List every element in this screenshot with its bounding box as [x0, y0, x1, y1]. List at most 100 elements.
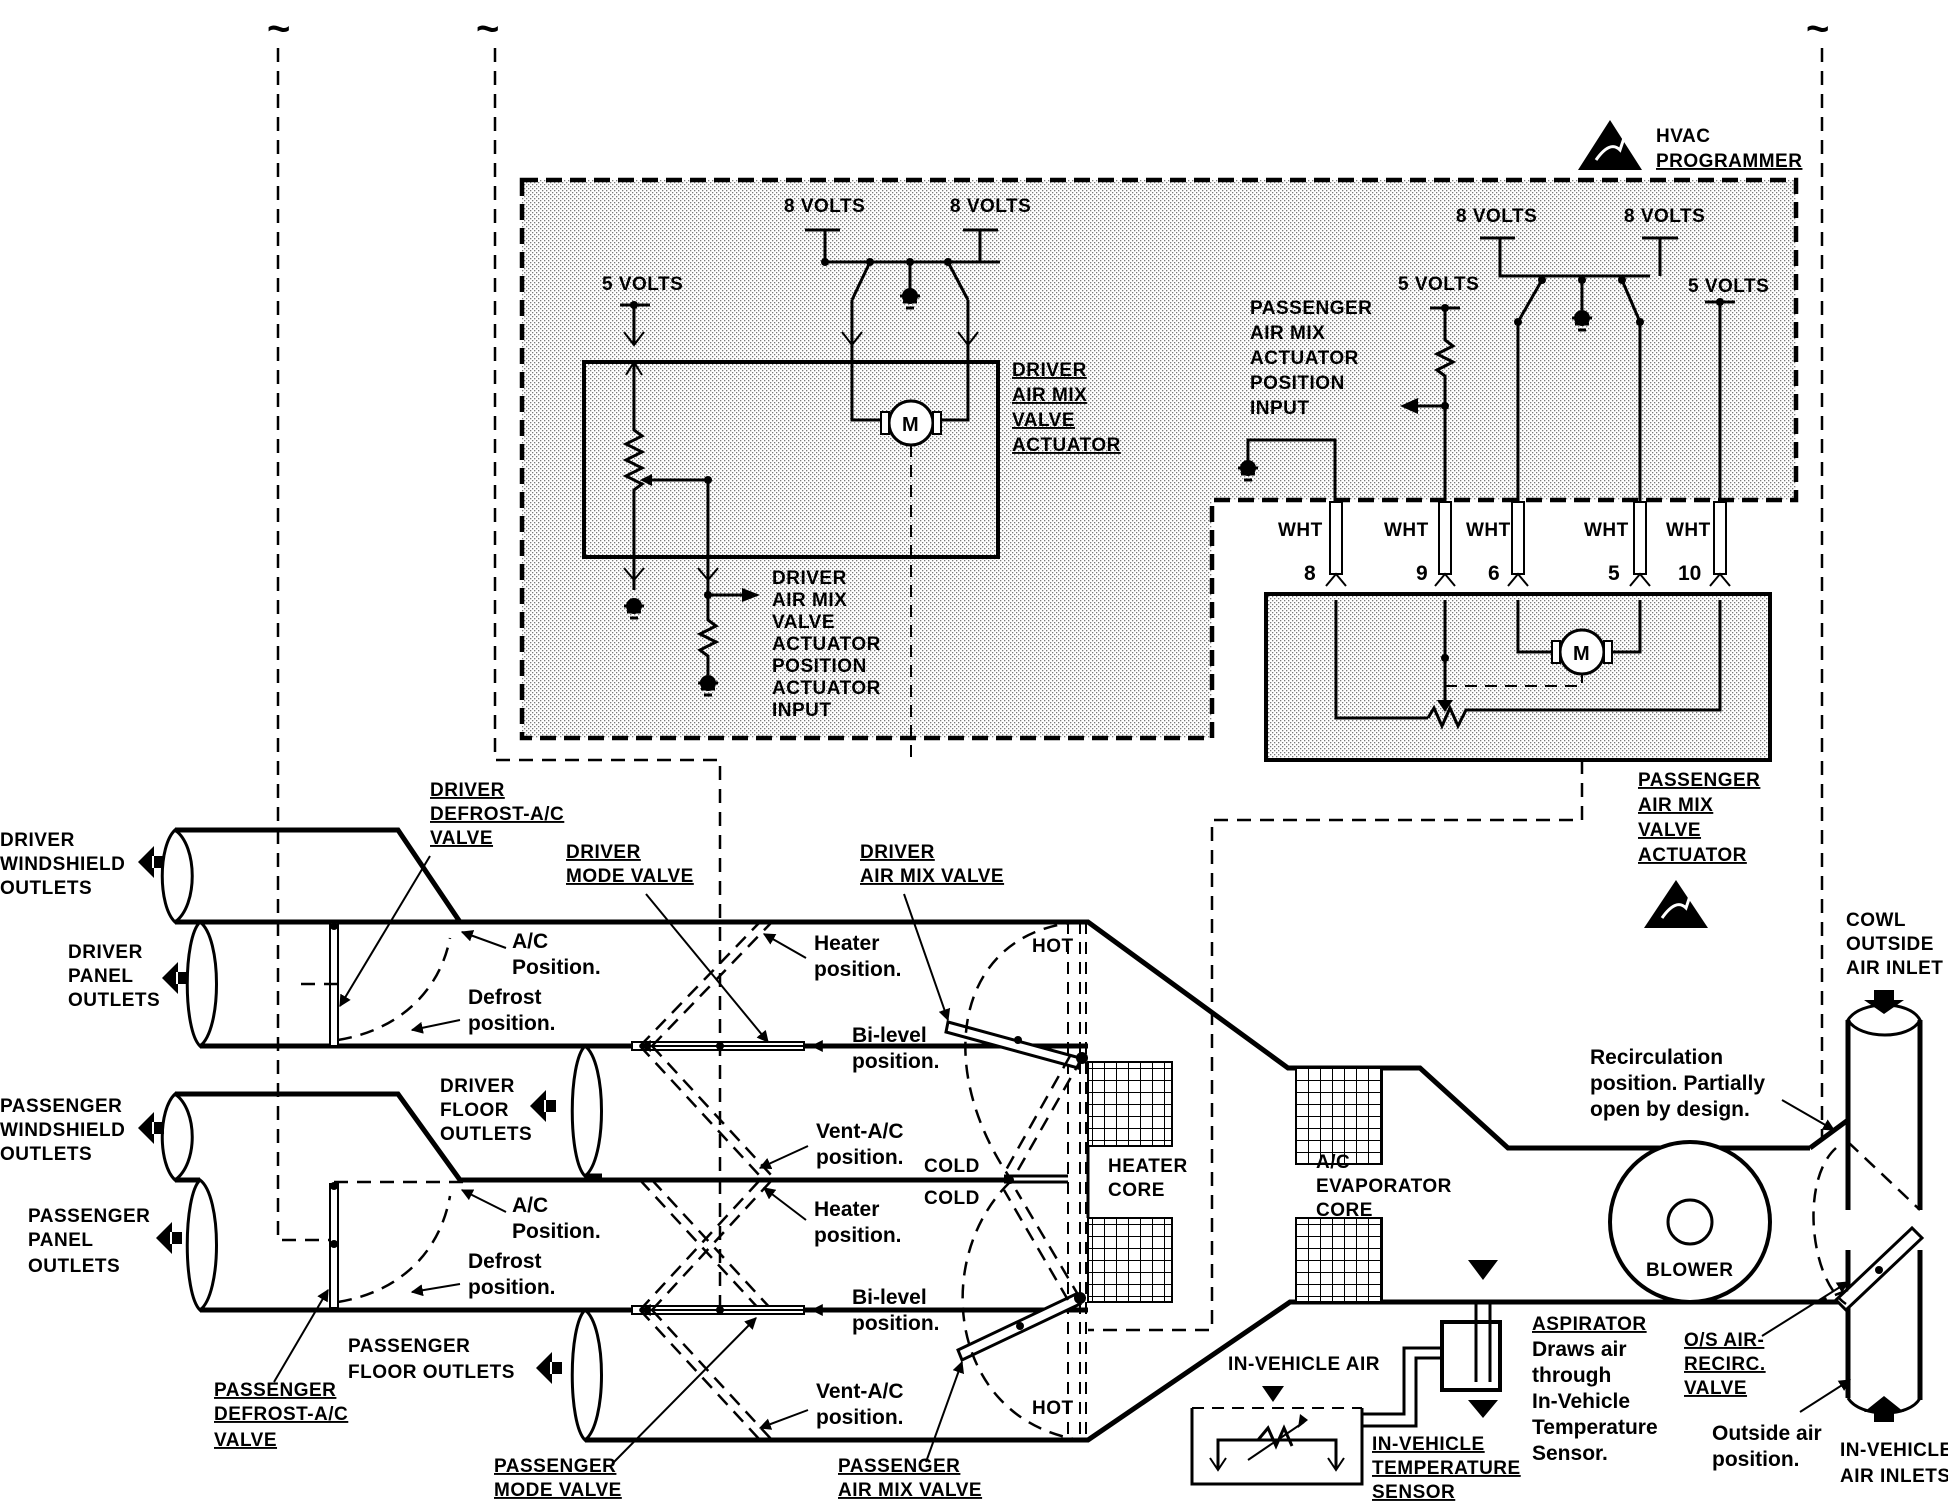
svg-text:DRIVER: DRIVER [772, 568, 847, 589]
svg-text:HVAC: HVAC [1656, 126, 1710, 147]
svg-text:AIR MIX: AIR MIX [1250, 323, 1325, 344]
svg-text:OUTLETS: OUTLETS [440, 1124, 532, 1145]
svg-text:position.: position. [468, 1012, 556, 1035]
svg-text:INPUT: INPUT [1250, 398, 1310, 419]
svg-text:6: 6 [1488, 562, 1500, 585]
svg-text:Position.: Position. [512, 1220, 601, 1243]
svg-text:Outside air: Outside air [1712, 1422, 1822, 1445]
svg-text:WHT: WHT [1466, 520, 1511, 541]
svg-text:8: 8 [1304, 562, 1316, 585]
svg-text:position.: position. [814, 1224, 902, 1247]
svg-text:RECIRC.: RECIRC. [1684, 1354, 1766, 1375]
svg-text:AIR MIX: AIR MIX [772, 590, 847, 611]
svg-text:VALVE: VALVE [1012, 410, 1075, 431]
svg-text:DRIVER: DRIVER [430, 780, 505, 801]
svg-text:BLOWER: BLOWER [1646, 1260, 1733, 1281]
svg-text:position.: position. [814, 958, 902, 981]
signal-tilde-icon: ~ [1806, 7, 1829, 51]
svg-text:O/S AIR-: O/S AIR- [1684, 1330, 1764, 1351]
svg-text:position.: position. [816, 1406, 904, 1429]
svg-text:WHT: WHT [1384, 520, 1429, 541]
svg-text:VALVE: VALVE [214, 1430, 277, 1451]
svg-text:HOT: HOT [1032, 936, 1074, 957]
svg-text:POSITION: POSITION [1250, 373, 1345, 394]
svg-text:DRIVER: DRIVER [68, 942, 143, 963]
svg-text:HOT: HOT [1032, 1398, 1074, 1419]
svg-text:OUTLETS: OUTLETS [0, 878, 92, 899]
airflow-arrow-icon [156, 1222, 182, 1254]
esd-warning-icon-2 [1644, 880, 1708, 928]
svg-text:INPUT: INPUT [772, 700, 832, 721]
svg-text:Bi-level: Bi-level [852, 1024, 927, 1047]
svg-text:FLOOR: FLOOR [440, 1100, 509, 1121]
svg-text:open by design.: open by design. [1590, 1098, 1750, 1121]
svg-text:HEATER: HEATER [1108, 1156, 1188, 1177]
svg-text:PASSENGER: PASSENGER [1638, 770, 1760, 791]
svg-text:AIR INLETS: AIR INLETS [1840, 1466, 1948, 1487]
airflow-arrow-icon [530, 1090, 556, 1122]
svg-text:position.: position. [852, 1312, 940, 1335]
svg-text:M: M [902, 414, 919, 436]
svg-text:SENSOR: SENSOR [1372, 1482, 1455, 1503]
air-duct-system [160, 827, 1925, 1486]
svg-text:OUTLETS: OUTLETS [68, 990, 160, 1011]
svg-text:PASSENGER: PASSENGER [838, 1456, 960, 1477]
svg-text:PROGRAMMER: PROGRAMMER [1656, 151, 1802, 172]
svg-text:8 VOLTS: 8 VOLTS [784, 196, 865, 217]
svg-text:POSITION: POSITION [772, 656, 867, 677]
svg-text:COLD: COLD [924, 1188, 980, 1209]
svg-text:MODE VALVE: MODE VALVE [566, 866, 694, 887]
inlet-arrow-icon [1864, 990, 1904, 1014]
svg-text:DRIVER: DRIVER [0, 830, 75, 851]
svg-text:OUTLETS: OUTLETS [28, 1256, 120, 1277]
position-labels: A/C Position. Defrost position. Heater p… [410, 930, 1074, 1430]
svg-text:VALVE: VALVE [772, 612, 835, 633]
valve-labels: DRIVER DEFROST-A/C VALVE DRIVER MODE VAL… [214, 780, 1850, 1501]
flow-arrows [638, 1040, 1068, 1316]
svg-text:AIR MIX: AIR MIX [1638, 795, 1713, 816]
signal-tilde-icon: ~ [267, 7, 290, 51]
inlet-arrow-icon [1864, 1396, 1904, 1422]
svg-text:IN-VEHICLE AIR: IN-VEHICLE AIR [1228, 1354, 1380, 1375]
svg-text:COWL: COWL [1846, 910, 1906, 931]
component-labels: HEATER CORE A/C EVAPORATOR CORE BLOWER C… [1108, 910, 1948, 1503]
svg-text:VALVE: VALVE [1684, 1378, 1747, 1399]
svg-text:through: through [1532, 1364, 1611, 1387]
svg-text:VALVE: VALVE [430, 828, 493, 849]
valve-flaps [300, 920, 1088, 1442]
svg-text:DRIVER: DRIVER [566, 842, 641, 863]
svg-text:8 VOLTS: 8 VOLTS [1456, 206, 1537, 227]
signal-leads: ~ ~ ~ [267, 7, 1829, 1310]
svg-text:DEFROST-A/C: DEFROST-A/C [430, 804, 564, 825]
svg-text:ACTUATOR: ACTUATOR [1250, 348, 1359, 369]
svg-text:OUTSIDE: OUTSIDE [1846, 934, 1934, 955]
svg-text:ACTUATOR: ACTUATOR [772, 634, 881, 655]
svg-text:AIR MIX VALVE: AIR MIX VALVE [860, 866, 1004, 887]
svg-text:IN-VEHICLE: IN-VEHICLE [1372, 1434, 1485, 1455]
svg-text:CORE: CORE [1108, 1180, 1165, 1201]
svg-text:PASSENGER: PASSENGER [348, 1336, 470, 1357]
svg-text:CORE: CORE [1316, 1200, 1373, 1221]
svg-text:WINDSHIELD: WINDSHIELD [0, 854, 125, 875]
esd-warning-icon [1578, 120, 1642, 170]
svg-text:DRIVER: DRIVER [1012, 360, 1087, 381]
svg-text:10: 10 [1678, 562, 1701, 585]
svg-text:Vent-A/C: Vent-A/C [816, 1380, 904, 1403]
svg-text:In-Vehicle: In-Vehicle [1532, 1390, 1630, 1413]
svg-text:WHT: WHT [1584, 520, 1629, 541]
svg-text:AIR MIX: AIR MIX [1012, 385, 1087, 406]
svg-text:5 VOLTS: 5 VOLTS [1398, 274, 1479, 295]
svg-text:PASSENGER: PASSENGER [0, 1096, 122, 1117]
passenger-actuator-circuit: 8 VOLTS 8 VOLTS 5 VOLTS 5 VOLTS PASSENGE… [1088, 206, 1772, 1332]
svg-text:5: 5 [1608, 562, 1620, 585]
airflow-arrow-icon [162, 962, 188, 994]
svg-text:8 VOLTS: 8 VOLTS [1624, 206, 1705, 227]
svg-text:A/C: A/C [512, 1194, 548, 1217]
svg-text:EVAPORATOR: EVAPORATOR [1316, 1176, 1452, 1197]
svg-text:5 VOLTS: 5 VOLTS [602, 274, 683, 295]
hvac-programmer-label: HVAC PROGRAMMER [1656, 126, 1802, 172]
svg-text:DRIVER: DRIVER [860, 842, 935, 863]
svg-text:WHT: WHT [1278, 520, 1323, 541]
svg-text:PASSENGER: PASSENGER [1250, 298, 1372, 319]
